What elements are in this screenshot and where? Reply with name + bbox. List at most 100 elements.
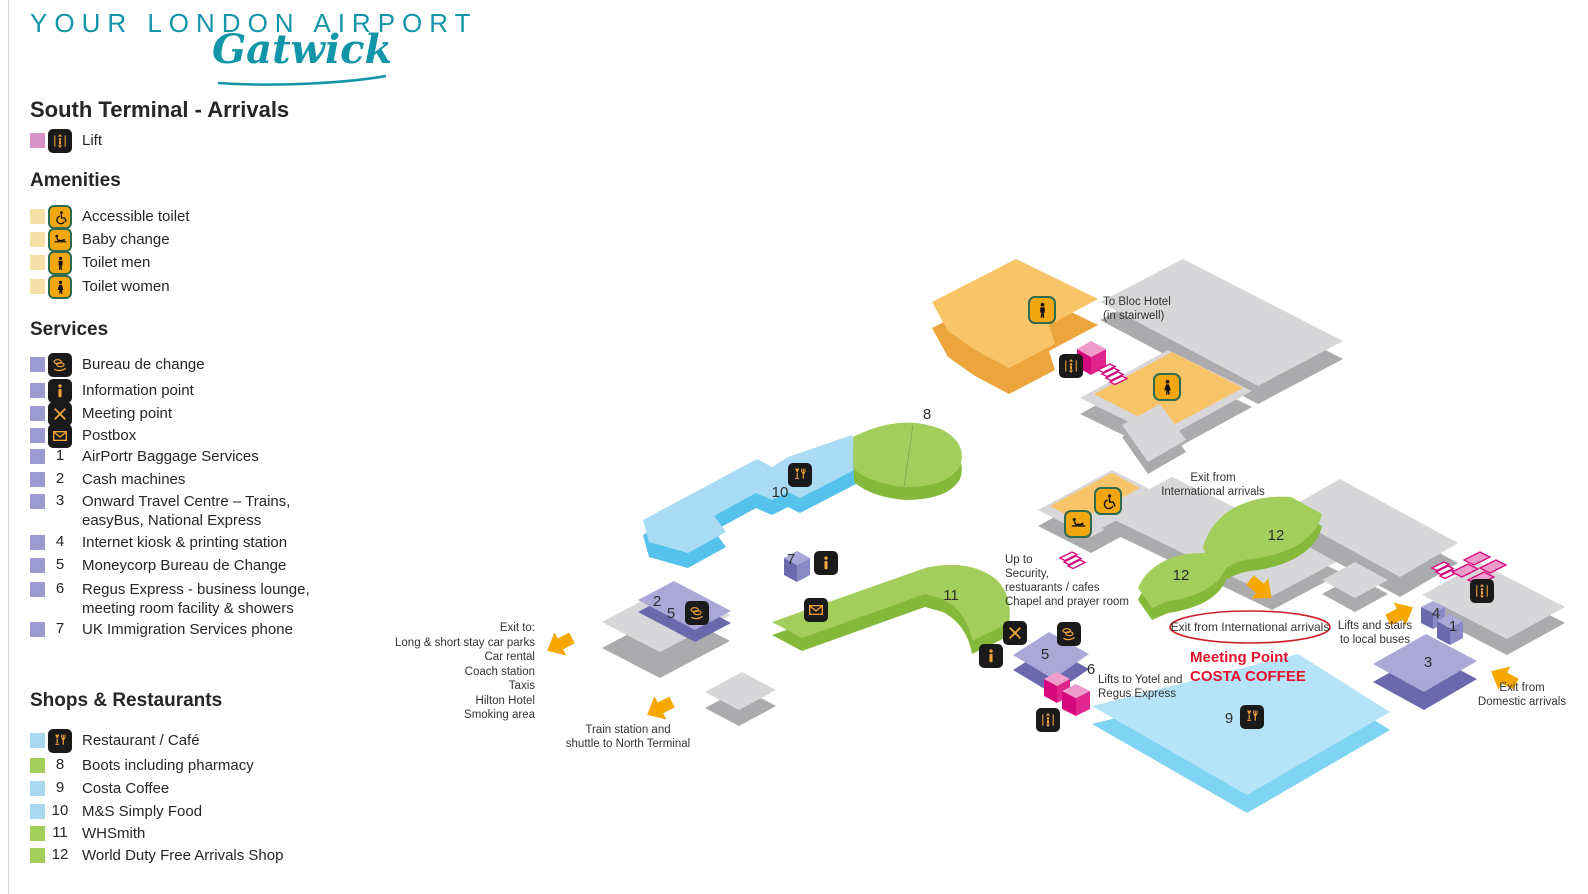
service-number: 4 xyxy=(55,533,65,550)
amenity-label: Baby change xyxy=(82,231,170,248)
num-duty-free-a: 12 xyxy=(1173,567,1190,584)
service-swatch xyxy=(30,449,45,464)
logo-wordmark: YOUR LONDON AIRPORT xyxy=(30,8,478,38)
services-heading: Services xyxy=(30,319,109,340)
service-swatch xyxy=(30,428,45,443)
stairs-icon xyxy=(1430,561,1459,580)
amenity-label: Toilet women xyxy=(82,278,170,295)
legend-row-service-6: 6 Regus Express - business lounge, meeti… xyxy=(30,578,310,618)
service-swatch xyxy=(30,383,45,398)
lift-icon xyxy=(48,129,72,153)
num-duty-free-b: 12 xyxy=(1268,527,1285,544)
legend-row-service-7: 7 UK Immigration Services phone xyxy=(30,618,293,639)
accessible-toilet-icon xyxy=(48,205,72,229)
num-moneycorp-b: 5 xyxy=(1041,646,1049,663)
service-label: AirPortr Baggage Services xyxy=(82,448,259,465)
train-label: Train station and xyxy=(585,724,670,736)
exit-to-label5: Taxis xyxy=(509,680,535,692)
service-label: Bureau de change xyxy=(82,356,205,373)
service-number: 1 xyxy=(55,447,65,464)
page-title: South Terminal - Arrivals xyxy=(30,97,290,122)
service-label: Regus Express - business lounge, meeting… xyxy=(82,580,310,618)
legend-row-postbox: Postbox xyxy=(30,424,136,448)
shop-number: 10 xyxy=(51,802,69,819)
toilet-women-icon xyxy=(1153,373,1181,401)
service-label: Postbox xyxy=(82,427,137,444)
num-whsmith: 11 xyxy=(943,587,959,604)
service-label: Information point xyxy=(82,382,194,399)
postbox-icon xyxy=(48,424,72,448)
up-to-label: Up to xyxy=(1005,554,1033,566)
service-cube-7 xyxy=(784,551,810,582)
amenity-label: Toilet men xyxy=(82,254,151,271)
shop-number: 8 xyxy=(55,756,65,773)
legend-row-shop-9: 9 Costa Coffee xyxy=(30,777,169,798)
train-label2: shuttle to North Terminal xyxy=(566,738,690,750)
lift-icon xyxy=(1470,579,1494,603)
num-ms: 10 xyxy=(772,484,789,501)
shop-label: Restaurant / Café xyxy=(82,732,200,749)
shop-swatch xyxy=(30,733,45,748)
baby-change-icon xyxy=(1064,510,1092,538)
shop-number: 9 xyxy=(55,779,65,796)
legend-row-shop-8: 8 Boots including pharmacy xyxy=(30,754,254,775)
local-buses-arrow xyxy=(1385,602,1413,626)
num-immigration-phone: 7 xyxy=(787,551,795,568)
legend-row-shop-12: 12 World Duty Free Arrivals Shop xyxy=(30,844,283,865)
amenities-heading: Amenities xyxy=(30,170,121,191)
shops-heading: Shops & Restaurants xyxy=(30,690,223,711)
shop-swatch xyxy=(30,826,45,841)
exit-to-label3: Car rental xyxy=(485,651,536,663)
information-icon xyxy=(814,551,838,575)
bloc-hotel-label2: (in stairwell) xyxy=(1103,310,1165,322)
shop-swatch xyxy=(30,804,45,819)
service-number: 3 xyxy=(55,492,65,509)
lift-swatch xyxy=(30,133,45,148)
legend-row-restaurant: Restaurant / Café xyxy=(30,729,200,753)
train-station-arrow xyxy=(647,696,675,720)
stairs-icon xyxy=(1096,363,1129,386)
service-label: Onward Travel Centre – Trains, easyBus, … xyxy=(82,492,290,530)
exit-to-label6: Hilton Hotel xyxy=(476,695,535,707)
exit-intl-highlight-ellipse xyxy=(1169,610,1331,644)
legend-row-accessible-toilet: Accessible toilet xyxy=(30,205,190,229)
service-number: 5 xyxy=(55,556,65,573)
exit-to-label: Exit to: xyxy=(500,622,535,634)
meeting-point-icon xyxy=(48,402,72,426)
logo-swash xyxy=(217,74,387,86)
service-swatch xyxy=(30,535,45,550)
up-to-label2: Security, xyxy=(1005,568,1049,580)
service-label: Cash machines xyxy=(82,471,186,488)
toilet-women-icon xyxy=(48,275,72,299)
service-cube-1 xyxy=(1437,614,1463,645)
onward-travel-block xyxy=(1373,634,1477,710)
legend-row-service-3: 3 Onward Travel Centre – Trains, easyBus… xyxy=(30,490,290,530)
toilet-men-icon xyxy=(48,251,72,275)
legend-row-bureau: Bureau de change xyxy=(30,353,205,377)
toilet-men-icon xyxy=(1028,296,1056,324)
meeting-point-label2: COSTA COFFEE xyxy=(1190,668,1306,685)
amenity-swatch xyxy=(30,279,45,294)
world-duty-free-areas xyxy=(1138,496,1322,620)
service-swatch xyxy=(30,582,45,597)
lift-icon xyxy=(1059,354,1083,378)
bureau-de-change-icon xyxy=(685,601,709,625)
restaurant-icon xyxy=(48,729,72,753)
pink-tiles xyxy=(1450,551,1508,586)
exit-intl-label2: International arrivals xyxy=(1161,486,1265,498)
lift-label: Lift xyxy=(82,132,103,149)
service-swatch xyxy=(30,622,45,637)
num-airportr: 1 xyxy=(1449,618,1457,635)
legend-row-meeting-point: Meeting point xyxy=(30,402,172,426)
num-cash-machines: 2 xyxy=(653,593,661,610)
lifts-buses-label: Lifts and stairs xyxy=(1338,620,1412,632)
lifts-buses-label2: to local buses xyxy=(1340,634,1411,646)
postbox-icon xyxy=(804,598,828,622)
bureau-de-change-icon xyxy=(1057,622,1081,646)
service-label: Moneycorp Bureau de Change xyxy=(82,557,287,574)
service-swatch xyxy=(30,494,45,509)
legend-row-service-5: 5 Moneycorp Bureau de Change xyxy=(30,554,286,575)
legend-row-toilet-women: Toilet women xyxy=(30,275,170,299)
service-label: Meeting point xyxy=(82,405,173,422)
